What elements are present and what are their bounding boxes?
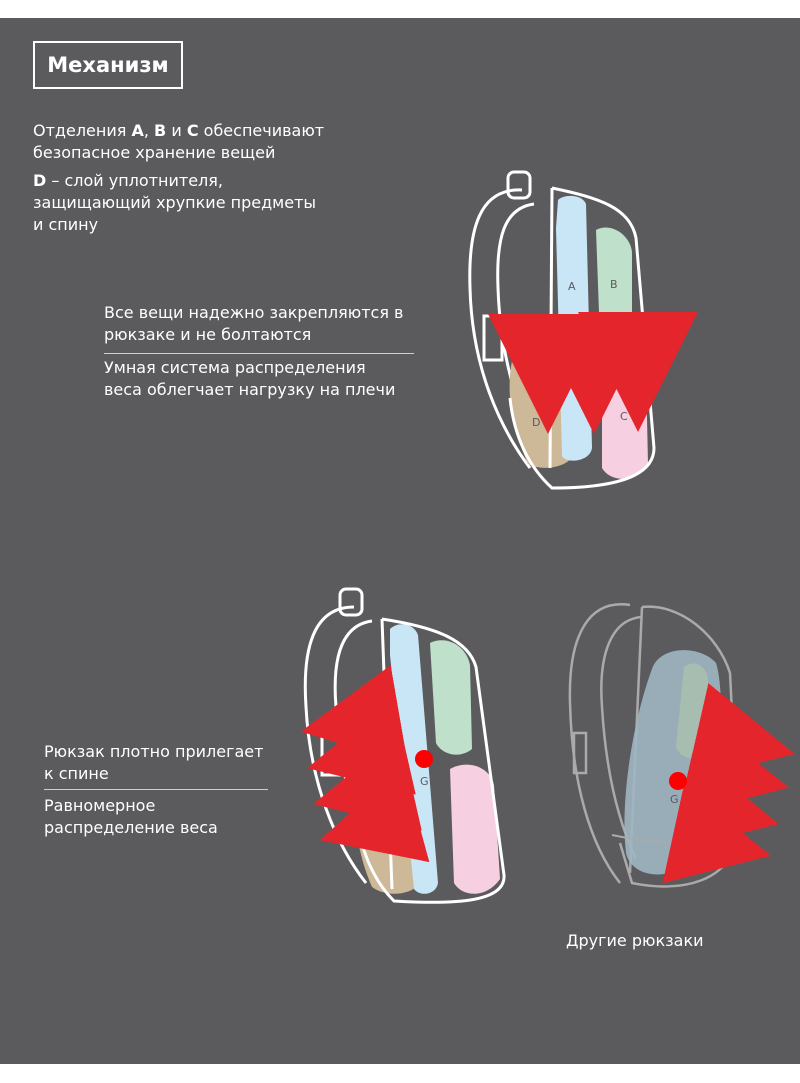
feature-bottom-line-4: распределение веса (44, 818, 218, 837)
backpack-body-outline (508, 186, 656, 490)
left-arrow-icon (300, 665, 408, 764)
feature-bottom-line-1: Рюкзак плотно прилегает (44, 742, 264, 761)
feature-top-text-1: Все вещи надежно закрепляются в рюкзаке … (104, 302, 424, 346)
label-d: D (532, 416, 540, 429)
feature-bottom-text-2: Равномерное распределение веса (44, 795, 284, 839)
feature-bottom-divider (44, 789, 268, 790)
section-title: Механизм (47, 53, 169, 77)
handle-icon (506, 170, 532, 200)
backpack-diagram-other: G (568, 603, 795, 888)
center-of-gravity-dot (669, 772, 687, 790)
backpack-diagram-top: A B C D (468, 170, 698, 490)
left-arrow-icon (307, 697, 416, 795)
left-arrow-icon (319, 765, 430, 863)
compartment-a (556, 195, 592, 461)
intro-line-2: безопасное хранение вещей (33, 143, 276, 162)
backpack-body-outline (356, 617, 506, 904)
feature-bottom-line-3: Равномерное (44, 796, 156, 815)
feature-top-line-3: Умная система распределения (104, 358, 366, 377)
intro-line-4: защищающий хрупкие предметы (33, 193, 317, 212)
feature-top-text-2: Умная система распределения веса облегча… (104, 357, 424, 401)
label-g-other: G (670, 793, 679, 806)
other-backpacks-caption: Другие рюкзаки (566, 931, 704, 950)
handle-icon (338, 587, 364, 617)
intro-line-5: и спину (33, 215, 99, 234)
strap-outline (303, 605, 368, 884)
strap-buckle (572, 731, 588, 775)
label-a: A (568, 280, 576, 293)
label-g: G (420, 775, 429, 788)
feature-bottom-line-2: к спине (44, 764, 109, 783)
section-title-box: Механизм (33, 41, 183, 89)
strap-outline (568, 603, 631, 884)
feature-top-line-1: Все вещи надежно закрепляются в (104, 303, 404, 322)
label-b: B (610, 278, 618, 291)
backpack-diagram-ours: G (300, 587, 506, 904)
feature-top-line-2: рюкзаке и не болтаются (104, 325, 312, 344)
strap-buckle (320, 731, 342, 777)
main-panel: Механизм Отделения A, B и C обеспечивают… (0, 18, 800, 1064)
feature-bottom-text-1: Рюкзак плотно прилегает к спине (44, 741, 284, 785)
right-arrow-icon (662, 785, 771, 884)
compartment-b (430, 640, 472, 755)
strap-inner-outline (600, 615, 643, 860)
intro-line-1: Отделения A, B и C обеспечивают (33, 121, 325, 140)
intro-line-3: D – слой уплотнителя, (33, 171, 223, 190)
label-c: C (620, 410, 628, 423)
compartment-c (450, 764, 500, 894)
feature-top-line-4: веса облегчает нагрузку на плечи (104, 380, 396, 399)
center-of-gravity-dot (415, 750, 433, 768)
feature-top-divider (104, 353, 414, 354)
intro-text: Отделения A, B и C обеспечивают безопасн… (33, 120, 363, 236)
